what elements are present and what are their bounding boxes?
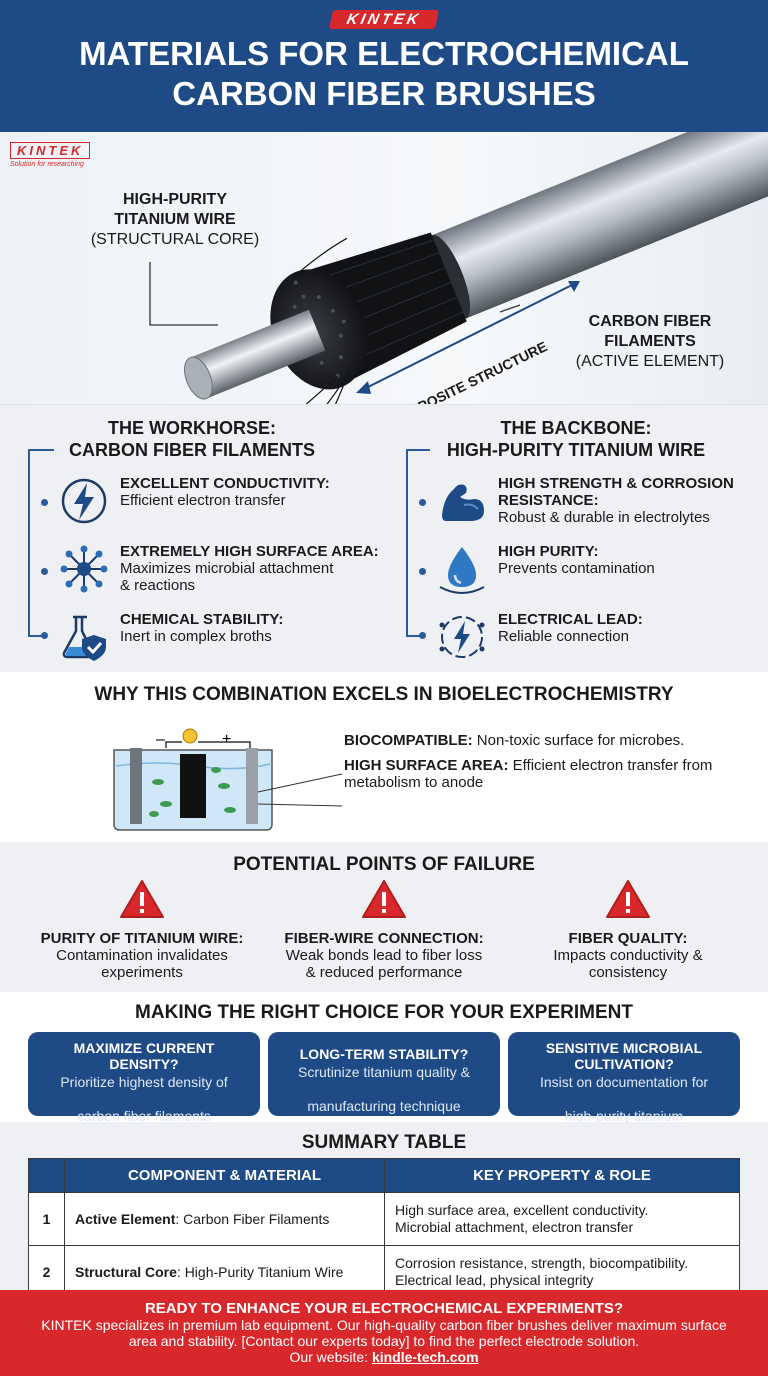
composite-arrow: [356, 281, 580, 394]
why-title: WHY THIS COMBINATION EXCELS IN BIOELECTR…: [94, 684, 674, 705]
summary-section: SUMMARY TABLE COMPONENT & MATERIAL KEY P…: [0, 1122, 768, 1302]
bioreactor-diagram: – +: [113, 728, 343, 831]
failure-item-fiber-quality: FIBER QUALITY:Impacts conductivity &cons…: [508, 878, 748, 981]
purity-item: HIGH PURITY:Prevents contamination: [436, 543, 655, 595]
website-link[interactable]: kindle-tech.com: [371, 1349, 479, 1365]
light-bulb-icon: [182, 728, 198, 744]
title-line-1: MATERIALS FOR ELECTROCHEMICAL: [79, 35, 689, 72]
chemical-stability-item: CHEMICAL STABILITY:Inert in complex brot…: [58, 611, 283, 663]
header-banner: KINTEK MATERIALS FOR ELECTROCHEMICAL CAR…: [0, 0, 768, 132]
summary-title: SUMMARY TABLE: [301, 1132, 467, 1153]
summary-table: COMPONENT & MATERIAL KEY PROPERTY & ROLE…: [28, 1158, 740, 1299]
water-drop-icon: [439, 547, 485, 594]
failure-item-connection: FIBER-WIRE CONNECTION:Weak bonds lead to…: [264, 878, 504, 981]
workhorse-column: THE WORKHORSE:CARBON FIBER FILAMENTS EXC…: [0, 405, 384, 661]
carbon-fiber-label: CARBON FIBER FILAMENTS (ACTIVE ELEMENT): [575, 313, 725, 370]
titanium-wire-label: HIGH-PURITY TITANIUM WIRE (STRUCTURAL CO…: [90, 191, 260, 248]
biocompatible-text: BIOCOMPATIBLE: Non-toxic surface for mic…: [344, 732, 685, 749]
lightning-icon: [61, 478, 107, 524]
table-header-row: COMPONENT & MATERIAL KEY PROPERTY & ROLE: [28, 1158, 740, 1193]
flask-shield-icon: [62, 615, 106, 661]
failure-section: POTENTIAL POINTS OF FAILURE PURITY OF TI…: [0, 842, 768, 992]
why-section: WHY THIS COMBINATION EXCELS IN BIOELECTR…: [0, 684, 768, 842]
brand-logo: KINTEK: [329, 10, 439, 29]
titanium-leader-line: [149, 262, 218, 326]
warning-icon: [362, 880, 406, 918]
title-line-2: CARBON FIBER BRUSHES: [172, 75, 596, 112]
choice-card-stability: LONG-TERM STABILITY? Scrutinize titanium…: [268, 1032, 500, 1116]
page-title: MATERIALS FOR ELECTROCHEMICAL CARBON FIB…: [0, 34, 768, 114]
footer-title: READY TO ENHANCE YOUR ELECTROCHEMICAL EX…: [144, 1300, 624, 1317]
conductivity-item: EXCELLENT CONDUCTIVITY:Efficient electro…: [58, 475, 330, 527]
failure-title: POTENTIAL POINTS OF FAILURE: [233, 854, 535, 875]
circuit-lightning-icon: [439, 616, 485, 658]
hero-illustration: COMPOSITE STRUCTURE KINTEK Solution for …: [0, 132, 768, 404]
surface-area-text: HIGH SURFACE AREA: Efficient electron tr…: [344, 757, 713, 791]
titanium-wire-core: [190, 309, 326, 399]
warning-icon: [606, 880, 650, 918]
svg-text:+: +: [222, 731, 231, 748]
backbone-column: THE BACKBONE:HIGH-PURITY TITANIUM WIRE H…: [384, 405, 768, 658]
footer-website: Our website: kindle-tech.com: [289, 1349, 479, 1365]
brush-anode: [180, 754, 206, 818]
network-icon: [60, 545, 108, 593]
choice-title: MAKING THE RIGHT CHOICE FOR YOUR EXPERIM…: [135, 1002, 633, 1023]
footer-line-1: KINTEK specializes in premium lab equipm…: [41, 1317, 727, 1333]
choice-section: MAKING THE RIGHT CHOICE FOR YOUR EXPERIM…: [0, 992, 768, 1124]
properties-section: THE WORKHORSE:CARBON FIBER FILAMENTS EXC…: [0, 404, 768, 672]
footer-cta: READY TO ENHANCE YOUR ELECTROCHEMICAL EX…: [0, 1290, 768, 1376]
footer-line-2: area and stability. [Contact our experts…: [128, 1333, 640, 1349]
warning-icon: [120, 880, 164, 918]
table-row: 1 Active Element: Carbon Fiber Filaments…: [28, 1192, 740, 1246]
electrical-lead-item: ELECTRICAL LEAD:Reliable connection: [436, 611, 643, 663]
flexed-arm-icon: [442, 484, 484, 521]
corner-logo: KINTEK Solution for researching: [10, 142, 91, 168]
brush-illustration: COMPOSITE STRUCTURE: [149, 132, 768, 404]
workhorse-title: THE WORKHORSE:CARBON FIBER FILAMENTS: [69, 418, 315, 460]
svg-text:–: –: [156, 731, 165, 748]
failure-item-titanium: PURITY OF TITANIUM WIRE:Contamination in…: [22, 878, 262, 981]
backbone-title: THE BACKBONE:HIGH-PURITY TITANIUM WIRE: [446, 418, 706, 460]
surface-area-item: EXTREMELY HIGH SURFACE AREA:Maximizes mi…: [58, 543, 379, 595]
titanium-sleeve: [431, 132, 768, 319]
